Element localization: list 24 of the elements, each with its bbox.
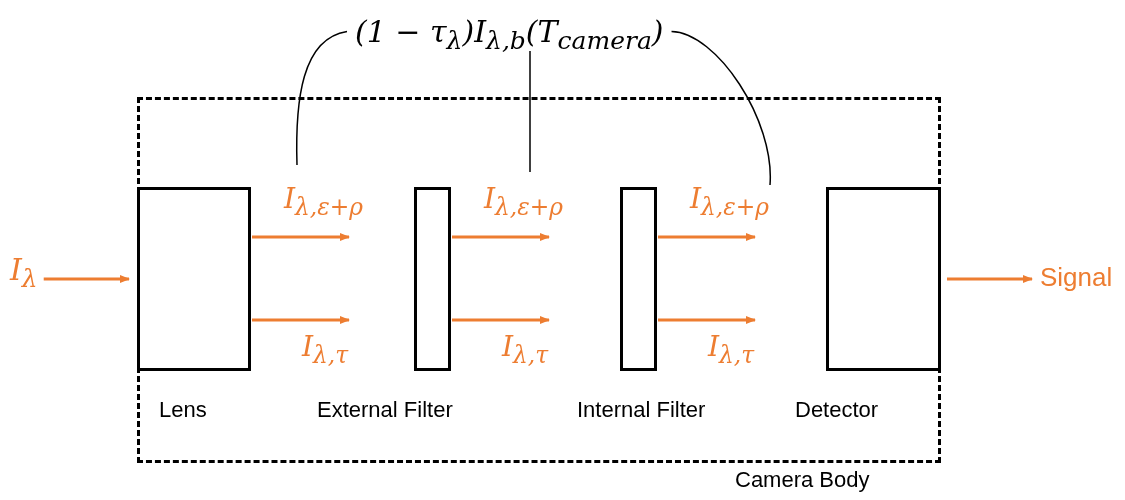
output-label: Signal	[1040, 262, 1113, 292]
arrow	[252, 316, 350, 324]
intensity-symbol: I$_{λ}$	[10, 252, 38, 287]
component-label: Lens	[159, 397, 207, 423]
edge-label: I$_{λ,τ}$	[708, 330, 755, 369]
edge-label: I$_{λ,ε+ρ}$	[690, 182, 770, 221]
component-label: Detector	[795, 397, 879, 423]
edge-label: I$_{λ,τ}$	[302, 330, 349, 369]
component-label: External Filter	[317, 397, 453, 423]
arrow	[658, 233, 756, 241]
arrow	[452, 316, 550, 324]
arrow	[252, 233, 350, 241]
arrow	[43, 275, 130, 283]
arrow	[452, 233, 550, 241]
edge-label: I$_{λ,τ}$	[502, 330, 549, 369]
component-label: Internal Filter	[577, 397, 706, 423]
leader-line	[295, 30, 348, 166]
edge-label: I$_{λ,ε+ρ}$	[284, 182, 364, 221]
leader-line	[529, 50, 531, 173]
leader-line	[670, 30, 771, 186]
arrow	[658, 316, 756, 324]
group-title: Camera Body	[735, 467, 870, 493]
edge-label: I$_{λ,ε+ρ}$	[484, 182, 564, 221]
arrow	[947, 275, 1033, 283]
